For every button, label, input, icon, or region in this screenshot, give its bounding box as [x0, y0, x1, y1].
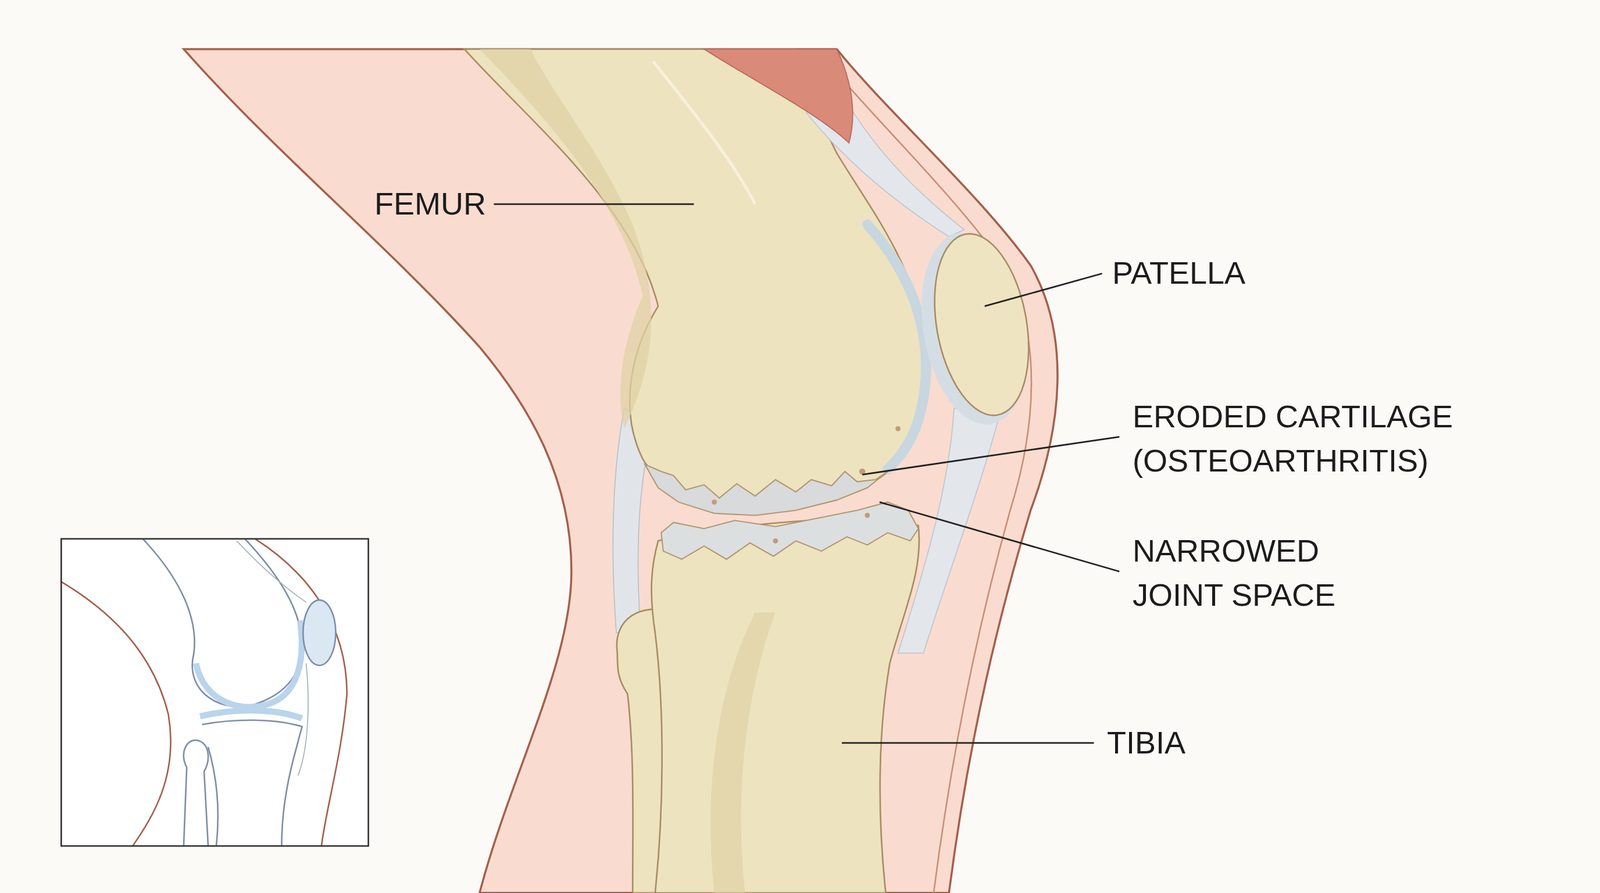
femur-front-cartilage — [867, 224, 927, 470]
inset-ligament — [236, 540, 309, 776]
inset-fibula — [183, 740, 209, 846]
patella-cartilage — [907, 224, 1042, 434]
erosion-speck — [864, 512, 870, 519]
inset-cartilage — [195, 620, 302, 707]
part-label: TIBIA — [1106, 720, 1186, 766]
femur-highlight — [652, 61, 756, 205]
quadriceps-muscle — [704, 48, 853, 143]
patellar-ligament — [897, 408, 1000, 653]
leader-line — [879, 502, 1120, 572]
inset-skin — [255, 538, 348, 846]
inset-frame-ground — [61, 538, 369, 846]
erosion-speck — [895, 426, 901, 432]
leader-line — [493, 203, 694, 206]
inset-tibia — [202, 720, 303, 846]
femur-shading — [479, 48, 652, 429]
inset-skin — [61, 581, 171, 847]
part-label: NARROWED JOINT SPACE — [1132, 529, 1383, 617]
erosion-speck — [772, 538, 778, 544]
inset-drawing — [61, 538, 347, 846]
tibia-bone — [651, 519, 920, 893]
leader-line — [841, 741, 1095, 744]
inset-frame — [61, 538, 369, 846]
part-label: PATELLA — [1112, 251, 1246, 296]
femur-eroded-cartilage — [644, 464, 888, 516]
inset-tibia-cartilage — [200, 710, 303, 719]
erosion-speck — [711, 499, 717, 505]
femur-bone — [464, 48, 929, 505]
part-label: FEMUR — [374, 181, 487, 227]
inset-femur — [143, 538, 302, 707]
inset-patella — [302, 600, 336, 666]
patella-bone — [921, 226, 1042, 423]
leader-line — [984, 273, 1103, 307]
leader-line — [862, 436, 1120, 475]
tibia-shading — [710, 612, 776, 893]
part-label: ERODED CARTILAGE (OSTEOARTHRITIS) — [1132, 394, 1482, 483]
